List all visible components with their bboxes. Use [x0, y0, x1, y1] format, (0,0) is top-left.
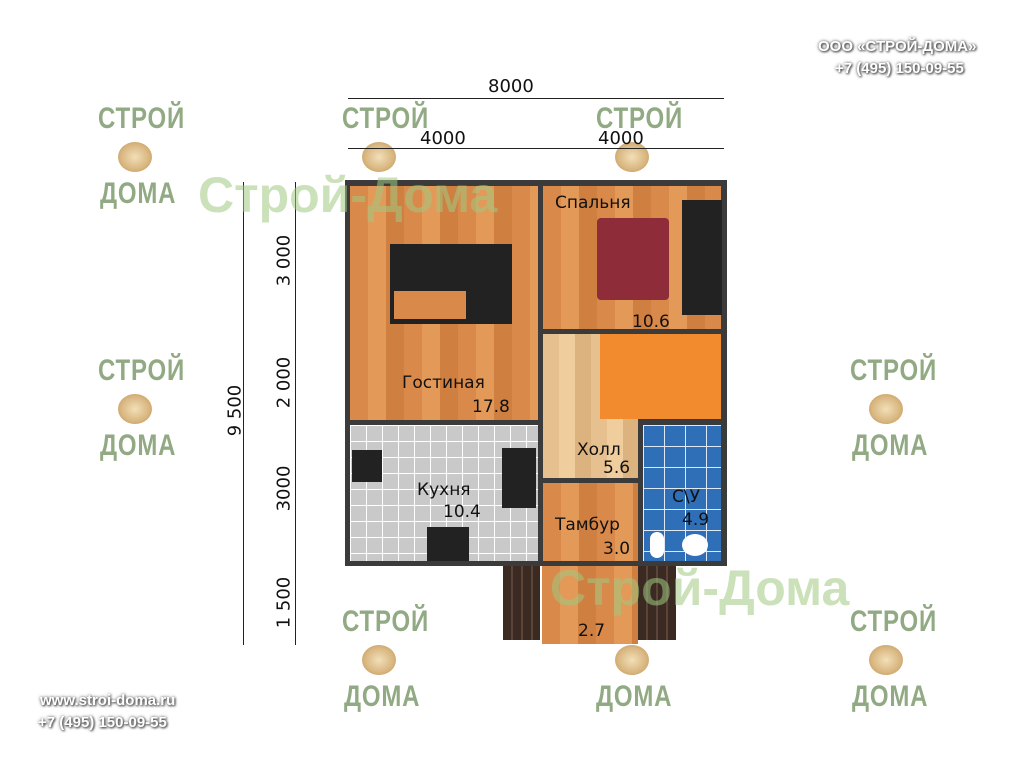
watermark-word: ДОМА — [100, 177, 177, 210]
watermark-word: ДОМА — [344, 680, 421, 713]
dimension-right-width: 4000 — [598, 128, 644, 149]
dimension-seg1: 3 000 — [273, 234, 295, 287]
dimension-total-width: 8000 — [488, 76, 534, 97]
watermark-word: ДОМА — [852, 680, 929, 713]
room-area-vestibule: 3.0 — [603, 539, 631, 559]
watermark-word: СТРОЙ — [342, 102, 430, 135]
log-icon — [362, 645, 396, 675]
room-area-kitchen: 10.4 — [443, 502, 481, 522]
watermark-word: СТРОЙ — [342, 605, 430, 638]
dimension-line-widths — [348, 148, 724, 149]
table-icon — [390, 287, 470, 323]
dimension-seg3: 3000 — [273, 465, 295, 512]
company-website[interactable]: www.stroi-doma.ru — [40, 692, 176, 709]
room-area-porch: 2.7 — [578, 621, 606, 641]
logo-watermark: Строй-Дома — [198, 167, 498, 223]
room-name-bedroom: Спальня — [555, 193, 631, 213]
toilet-icon — [650, 532, 664, 558]
staircase — [600, 334, 721, 419]
watermark-word: ДОМА — [596, 680, 673, 713]
dimension-line-segments — [295, 182, 296, 645]
deck-left — [503, 566, 540, 640]
dining-table-icon — [502, 448, 536, 508]
watermark-word: СТРОЙ — [850, 605, 938, 638]
log-icon — [615, 142, 649, 172]
room-area-living: 17.8 — [472, 397, 510, 417]
log-icon — [118, 394, 152, 424]
room-area-bathroom: 4.9 — [682, 510, 710, 530]
log-icon — [869, 394, 903, 424]
wardrobe-icon — [682, 200, 722, 315]
fridge-icon — [427, 527, 469, 561]
deck-right — [638, 566, 676, 640]
watermark-word: СТРОЙ — [98, 102, 186, 135]
company-name: ООО «СТРОЙ-ДОМА» — [818, 38, 977, 55]
watermark-word: ДОМА — [100, 429, 177, 462]
watermark-word: ДОМА — [852, 429, 929, 462]
dimension-seg2: 2 000 — [273, 356, 295, 409]
logo-watermark: Строй-Дома — [550, 560, 850, 616]
room-name-vestibule: Тамбур — [555, 515, 620, 535]
watermark-word: СТРОЙ — [596, 102, 684, 135]
watermark-word: СТРОЙ — [850, 354, 938, 387]
company-phone-bottom: +7 (495) 150-09-55 — [38, 714, 167, 731]
dimension-total-depth: 9 500 — [224, 384, 246, 437]
log-icon — [869, 645, 903, 675]
room-name-bathroom: С\У — [672, 487, 700, 507]
room-name-kitchen: Кухня — [417, 480, 471, 500]
log-icon — [118, 142, 152, 172]
watermark-word: СТРОЙ — [98, 354, 186, 387]
room-name-living: Гостиная — [402, 373, 485, 393]
dimension-left-width: 4000 — [420, 128, 466, 149]
company-phone-top: +7 (495) 150-09-55 — [835, 60, 964, 77]
dimension-seg4: 1 500 — [273, 576, 295, 629]
room-name-hall: Холл — [577, 440, 621, 460]
room-area-hall: 5.6 — [603, 458, 631, 478]
log-icon — [362, 142, 396, 172]
room-area-bedroom: 10.6 — [632, 312, 670, 332]
stove-icon — [352, 450, 382, 482]
sink-icon — [682, 534, 708, 556]
dimension-line-total-width — [348, 98, 724, 99]
log-icon — [615, 645, 649, 675]
porch — [542, 566, 638, 644]
dimension-line-depth — [243, 182, 244, 645]
room-vestibule — [543, 483, 638, 561]
bed-icon — [597, 218, 669, 300]
